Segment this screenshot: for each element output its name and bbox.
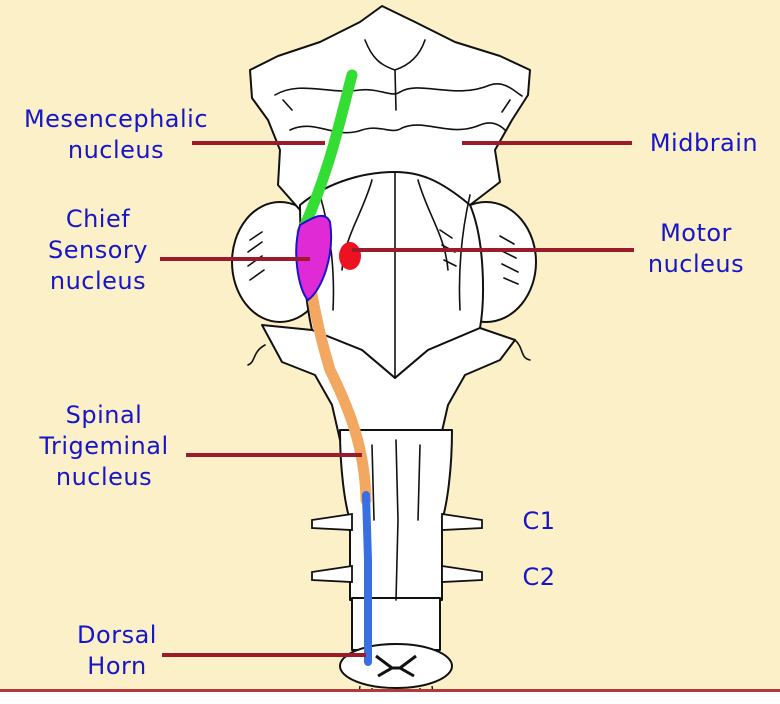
chief-sensory-nucleus (295, 214, 332, 302)
c1-left-rootlet (311, 512, 353, 531)
chief-label-line3: nucleus (49, 267, 147, 295)
leader-lines (160, 141, 634, 657)
motor-nucleus (339, 242, 361, 270)
spinal-trigeminal-nucleus-label: Spinal Trigeminal nucleus (26, 400, 182, 493)
chief-sensory-nucleus-label: Chief Sensory nucleus (30, 204, 166, 297)
frame-bottom-border (0, 689, 780, 692)
dorsal-label-line1: Dorsal (77, 621, 157, 649)
c2-right-rootlet (441, 564, 483, 583)
motor-nucleus-label: Motor nucleus (636, 218, 756, 280)
midbrain-label-text: Midbrain (649, 129, 759, 157)
chief-label-line1: Chief (65, 205, 131, 233)
chief-label-line2: Sensory (48, 236, 148, 264)
brainstem-outline (231, 5, 537, 651)
c2-label: C2 (512, 562, 566, 593)
c2-label-text: C2 (522, 563, 556, 591)
frame-outside-area (0, 692, 780, 704)
dorsal-horn-column (362, 491, 372, 666)
dorsal-label-line2: Horn (87, 652, 147, 680)
motor-label-line2: nucleus (647, 250, 745, 278)
mesencephalic-nucleus-label: Mesencephalic nucleus (8, 104, 224, 166)
brainstem-detail-lines (247, 39, 531, 601)
spinal-label-line1: Spinal (65, 401, 143, 429)
dorsal-horn-label: Dorsal Horn (62, 620, 172, 682)
c1-label: C1 (512, 506, 566, 537)
motor-label-line1: Motor (660, 219, 732, 247)
spinal-label-line2: Trigeminal (39, 432, 169, 460)
spinal-label-line3: nucleus (55, 463, 153, 491)
mesencephalic-nucleus-tract (296, 69, 358, 238)
midbrain-label: Midbrain (636, 128, 772, 159)
mesencephalic-label-line2: nucleus (67, 136, 165, 164)
spinal-rootlets (311, 512, 483, 583)
mesencephalic-label-line1: Mesencephalic (23, 105, 209, 133)
c2-left-rootlet (311, 564, 353, 583)
c1-right-rootlet (441, 512, 483, 531)
c1-label-text: C1 (522, 507, 556, 535)
